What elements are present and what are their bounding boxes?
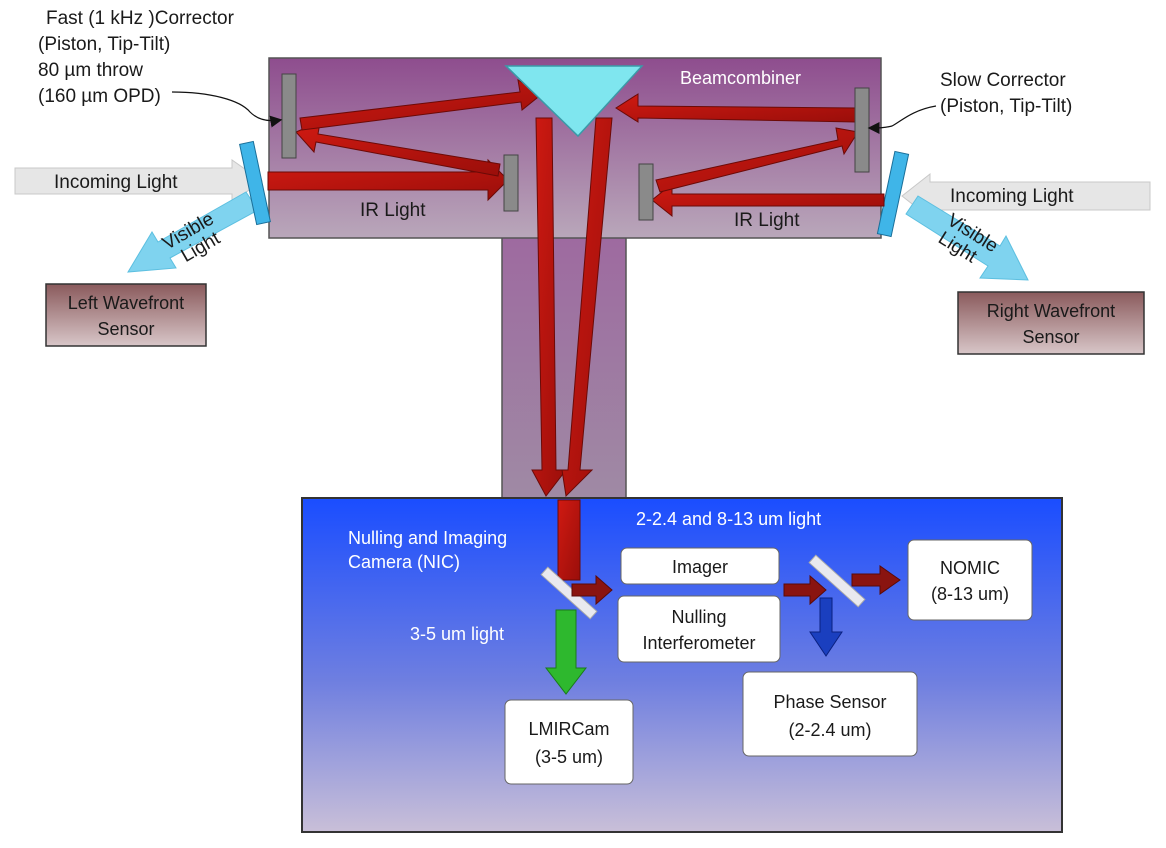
light-2-13-label: 2-2.4 and 8-13 um light bbox=[636, 509, 821, 529]
ir-beam-left-mid bbox=[295, 121, 501, 177]
nic-splitter-2 bbox=[808, 554, 866, 608]
nic-title-2: Camera (NIC) bbox=[348, 552, 460, 572]
beam-to-lmircam bbox=[544, 609, 588, 695]
light-3-5-label: 3-5 um light bbox=[410, 624, 504, 644]
ir-beam-right-in bbox=[651, 182, 885, 218]
nomic-label-1: NOMIC bbox=[940, 558, 1000, 578]
slow-corrector-label-1: Slow Corrector bbox=[940, 70, 1066, 91]
imager-box bbox=[620, 547, 780, 585]
phase-sensor-label-1: Phase Sensor bbox=[773, 692, 886, 712]
visible-light-left-arrow bbox=[127, 191, 259, 273]
lmircam-label-2: (3-5 um) bbox=[535, 747, 603, 767]
nulling-interferometer-label-1: Nulling bbox=[671, 607, 726, 627]
right-dichroic bbox=[876, 150, 910, 238]
nulling-interferometer-label-2: Interferometer bbox=[642, 633, 755, 653]
slow-corrector-label-2: (Piston, Tip-Tilt) bbox=[940, 96, 1072, 117]
beam-from-nulling bbox=[783, 574, 827, 606]
ir-light-right-label: IR Light bbox=[734, 210, 800, 231]
right-wavefront-sensor-label-2: Sensor bbox=[1022, 327, 1079, 347]
left-dichroic bbox=[239, 140, 271, 226]
right-fold-mirror bbox=[638, 163, 654, 221]
visible-light-right-arrow bbox=[905, 195, 1029, 281]
beam-tube bbox=[501, 235, 627, 501]
incoming-light-right-label: Incoming Light bbox=[950, 186, 1074, 207]
incoming-light-left-arrow bbox=[14, 159, 263, 203]
nic-title-1: Nulling and Imaging bbox=[348, 528, 507, 548]
fast-corrector-label-4: (160 µm OPD) bbox=[38, 86, 161, 107]
imager-label: Imager bbox=[672, 557, 728, 577]
ir-beam-right-top bbox=[615, 93, 857, 123]
left-fold-mirror bbox=[503, 154, 519, 212]
beam-to-phase-sensor bbox=[809, 597, 843, 657]
nomic-label-2: (8-13 um) bbox=[931, 584, 1009, 604]
incoming-light-left-label: Incoming Light bbox=[54, 172, 178, 193]
fast-corrector-label-3: 80 µm throw bbox=[38, 60, 143, 81]
beamcombiner-prism bbox=[504, 65, 644, 138]
lmircam-label-1: LMIRCam bbox=[528, 719, 609, 739]
fast-corrector-callout bbox=[171, 91, 283, 128]
phase-sensor-box bbox=[742, 671, 918, 757]
ir-beam-left-top bbox=[299, 79, 543, 131]
combined-beam-left bbox=[531, 117, 568, 497]
ir-beam-right-mid bbox=[655, 127, 859, 193]
combined-beam-right bbox=[561, 117, 613, 498]
nic-input-beam bbox=[557, 499, 581, 581]
right-wavefront-sensor-box bbox=[957, 291, 1145, 355]
left-wavefront-sensor-label-2: Sensor bbox=[97, 319, 154, 339]
slow-corrector-mirror bbox=[854, 87, 870, 173]
beamcombiner-label: Beamcombiner bbox=[680, 68, 801, 88]
ir-light-left-label: IR Light bbox=[360, 200, 426, 221]
left-wavefront-sensor-label-1: Left Wavefront bbox=[68, 293, 184, 313]
beam-to-nomic bbox=[851, 565, 901, 595]
slow-corrector-callout bbox=[867, 105, 937, 134]
lmircam-box bbox=[504, 699, 634, 785]
fast-corrector-mirror bbox=[281, 73, 297, 159]
left-wavefront-sensor-box bbox=[45, 283, 207, 347]
nomic-box bbox=[907, 539, 1033, 621]
phase-sensor-label-2: (2-2.4 um) bbox=[788, 720, 871, 740]
fast-corrector-label-1: Fast (1 kHz )Corrector bbox=[46, 8, 235, 29]
beam-to-nulling bbox=[571, 574, 613, 606]
nulling-interferometer-box bbox=[617, 595, 781, 663]
right-wavefront-sensor-label-1: Right Wavefront bbox=[987, 301, 1115, 321]
fast-corrector-label-2: (Piston, Tip-Tilt) bbox=[38, 34, 170, 55]
